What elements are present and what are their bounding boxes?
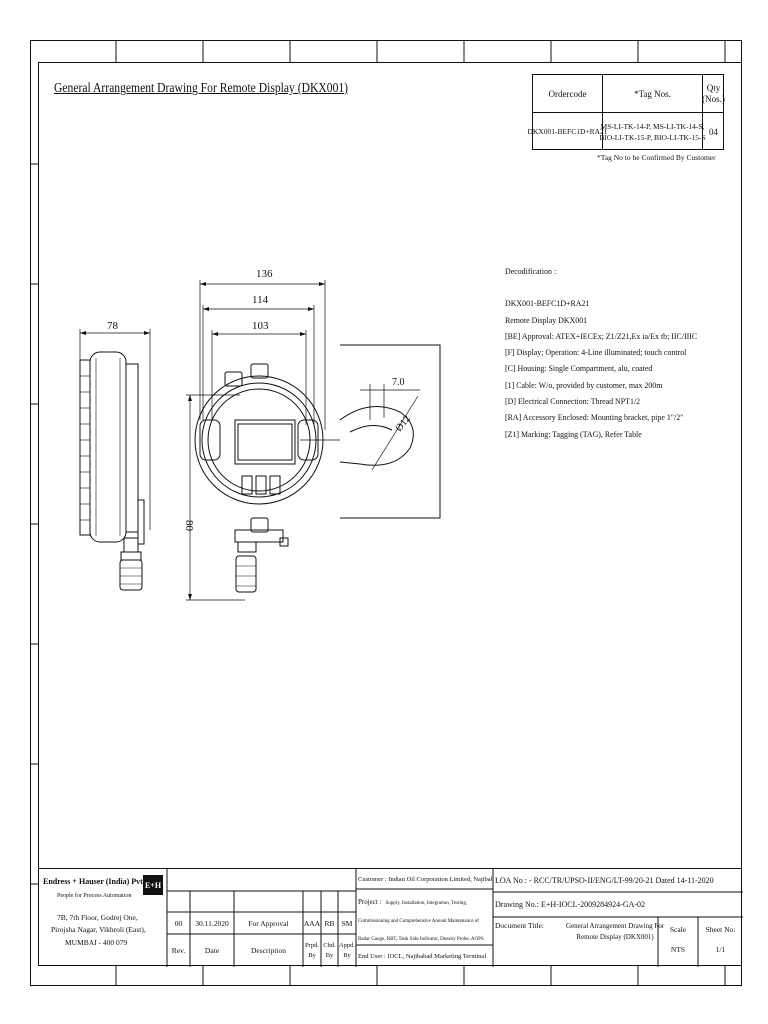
checked-column-label: Chd. By bbox=[321, 934, 338, 967]
project-label: Project : bbox=[358, 898, 382, 906]
description-column-label: Description bbox=[251, 946, 286, 955]
decod-line: Remote Display DKX001 bbox=[505, 314, 588, 325]
decod-line: [BE] Approval: ATEX+IECEx; Z1/Z21,Ex ia/… bbox=[505, 330, 698, 341]
order-header-code: Ordercode bbox=[533, 75, 603, 113]
date-column-label: Date bbox=[204, 946, 220, 955]
scale-label: Scale bbox=[669, 924, 687, 934]
front-view bbox=[194, 363, 324, 593]
prepared-by-value: AAA bbox=[303, 918, 321, 928]
decodification-block: Decodification : DKX001-BEFC1D+RA21 Remo… bbox=[505, 263, 714, 442]
title-block-grid bbox=[166, 869, 743, 967]
order-code-value: DKX001-BEFC1D+RA21 bbox=[527, 113, 608, 150]
decod-line: [F] Display; Operation: 4-Line illuminat… bbox=[505, 347, 687, 358]
qty-label: Qty bbox=[706, 82, 721, 93]
dim-103-label: 103 bbox=[252, 320, 269, 332]
decod-line: [Z1] Marking: Tagging (TAG), Refer Table bbox=[505, 428, 642, 439]
dimension-lines bbox=[79, 280, 420, 601]
tag-line-1: MS-LI-TK-14-P, MS-LI-TK-14-S, bbox=[600, 121, 705, 131]
side-view bbox=[79, 351, 145, 591]
tag-line-2: BIO-LI-TK-15-P, BIO-LI-TK-15-S bbox=[599, 132, 706, 142]
detail-view bbox=[339, 344, 441, 519]
scale-value: NTS bbox=[670, 944, 686, 954]
project-field: Project : Supply, Installation, Integrat… bbox=[358, 891, 492, 943]
order-qty-value: 04 bbox=[709, 126, 718, 137]
document-title-label: Document Title: bbox=[495, 921, 544, 930]
order-table-note: *Tag No to be Confirmed By Customer bbox=[597, 153, 716, 162]
prpd-label: Prpd. bbox=[305, 941, 319, 949]
order-header-qty: Qty (Nos.) bbox=[702, 75, 725, 113]
dim-78-label: 78 bbox=[107, 320, 119, 332]
dim-7-label: 7.0 bbox=[392, 377, 405, 388]
customer-field: Customer : Indian Oil Corporation Limite… bbox=[358, 875, 492, 883]
decod-line: [C] Housing: Single Compartment, alu, co… bbox=[505, 363, 653, 374]
title-block: Endress + Hauser (India) Pvt. Ltd. E+H P… bbox=[38, 868, 743, 967]
address-line-1: 7B, 7th Floor, Godrej One, bbox=[57, 913, 138, 922]
chd-label: Chd. bbox=[323, 941, 336, 949]
company-name: Endress + Hauser (India) Pvt. Ltd. bbox=[43, 877, 162, 886]
dimension-arrows bbox=[80, 282, 325, 600]
end-user-field: End User : IOCL, Najibabad Marketing Ter… bbox=[358, 952, 487, 960]
project-description: Supply, Installation, Integration, Testi… bbox=[358, 901, 484, 942]
qty-unit: (Nos.) bbox=[702, 93, 725, 104]
order-tag-value: MS-LI-TK-14-P, MS-LI-TK-14-S, BIO-LI-TK-… bbox=[599, 113, 706, 150]
order-header-tag: *Tag Nos. bbox=[603, 75, 703, 113]
prpd-by-label: By bbox=[308, 951, 316, 959]
document-title-line-1: General Arrangement Drawing For bbox=[566, 922, 665, 930]
company-logo: E+H bbox=[143, 875, 163, 895]
chd-by-label: By bbox=[325, 951, 334, 959]
decod-line: DKX001-BEFC1D+RA21 bbox=[505, 298, 590, 309]
approved-column-label: Appd. By bbox=[338, 934, 356, 967]
company-tagline: People for Process Automation bbox=[57, 893, 132, 899]
order-table: Ordercode *Tag Nos. Qty (Nos.) DKX001-BE… bbox=[527, 74, 725, 150]
sheet-label: Sheet No: bbox=[705, 924, 736, 934]
rev-column-label: Rev. bbox=[171, 946, 186, 955]
checked-by-value: RB bbox=[324, 918, 335, 928]
address-line-2: Pirojsha Nagar, Vikhroli (East), bbox=[51, 925, 146, 934]
rev-value: 00 bbox=[174, 918, 183, 928]
document-title: General Arrangement Drawing For Remote D… bbox=[566, 921, 664, 943]
address-line-3: MUMBAI - 400 079 bbox=[65, 938, 128, 947]
appd-label: Appd. bbox=[338, 941, 356, 949]
drawing-title: General Arrangement Drawing For Remote D… bbox=[54, 80, 349, 95]
appd-by-label: By bbox=[343, 951, 351, 959]
loa-number: LOA No : - RCC/TR/UPSO-II/ENG/LT-99/20-2… bbox=[495, 876, 714, 885]
drawing-number: Drawing No.: E+H-IOCL-2009284924-GA-02 bbox=[495, 900, 646, 909]
sheet-value: 1/1 bbox=[715, 944, 726, 954]
decodification-heading: Decodification : bbox=[505, 266, 557, 276]
dim-136-label: 136 bbox=[256, 268, 273, 280]
document-title-line-2: Remote Display (DKX001) bbox=[576, 933, 654, 941]
decod-line: [RA] Accessory Enclosed: Mounting bracke… bbox=[505, 412, 684, 423]
rev-description-value: For Approval bbox=[248, 918, 289, 928]
decod-line: [1] Cable: W/o, provided by customer, ma… bbox=[505, 379, 663, 390]
technical-drawing: 136 114 103 78 80 7.0 Ø12 bbox=[79, 268, 441, 601]
rev-date-value: 30.11.2020 bbox=[195, 918, 229, 928]
dim-114-label: 114 bbox=[252, 294, 269, 306]
dim-80-label: 80 bbox=[183, 520, 195, 532]
approved-by-value: SM bbox=[341, 918, 353, 928]
prepared-column-label: Prpd. By bbox=[303, 934, 321, 967]
decod-line: [D] Electrical Connection: Thread NPT1/2 bbox=[505, 396, 641, 407]
